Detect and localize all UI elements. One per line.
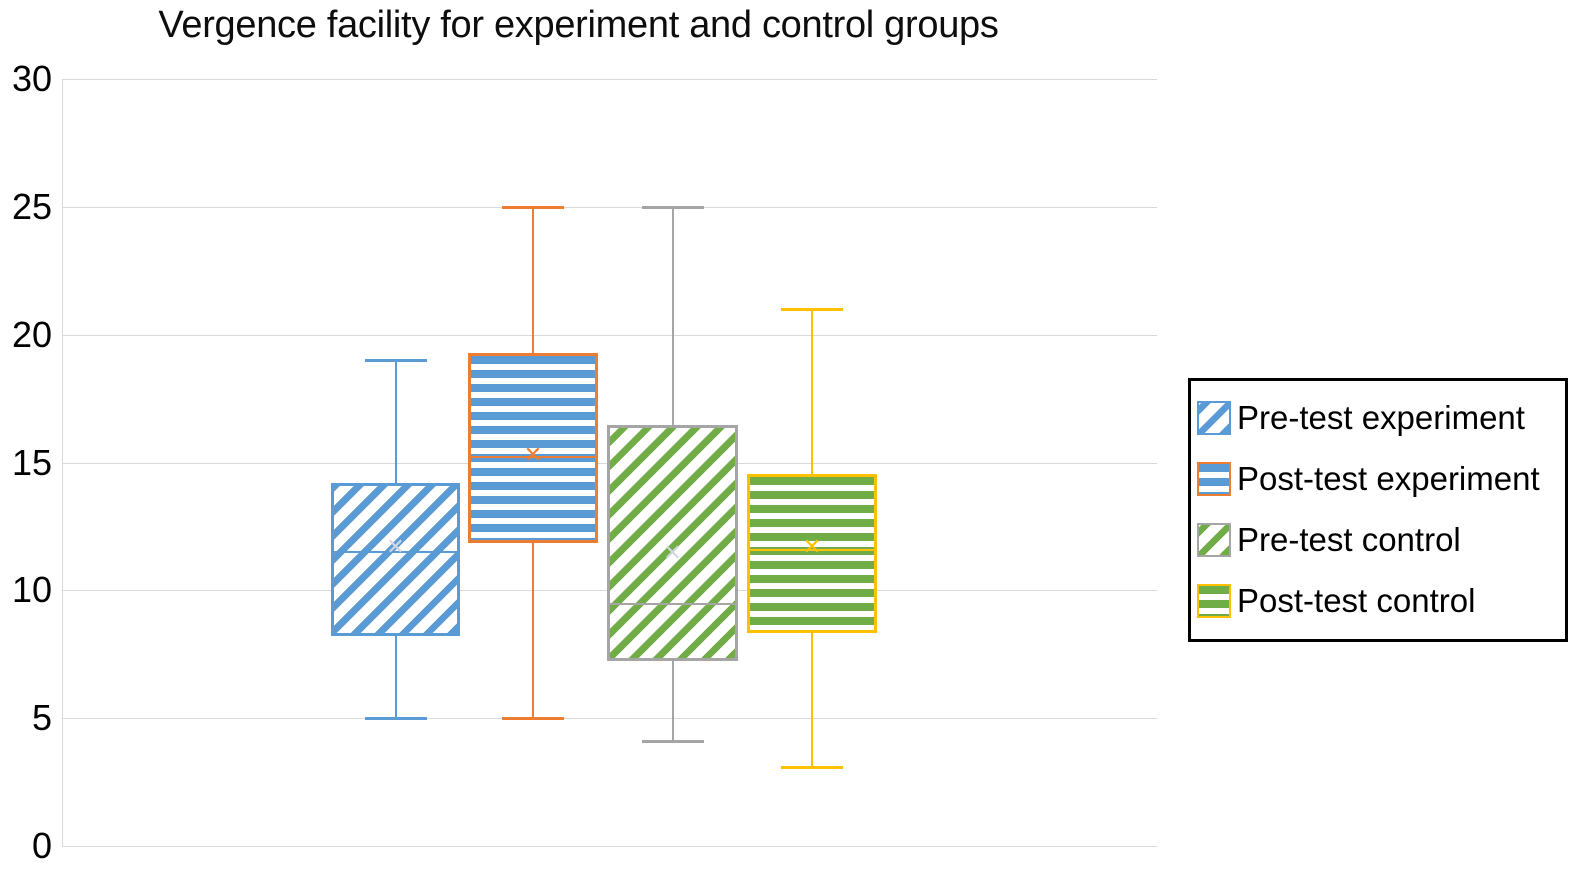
- legend-label: Pre-test experiment: [1237, 399, 1525, 436]
- lower-whisker-line: [811, 632, 813, 767]
- lower-whisker-cap: [502, 717, 564, 721]
- gridline-20: [62, 334, 1157, 336]
- plot-area: ✕ ✕ ✕ ✕: [62, 79, 1157, 847]
- legend-item-1[interactable]: Pre-test experiment: [1197, 387, 1561, 448]
- legend-item-2[interactable]: Post-test experiment: [1197, 448, 1561, 509]
- box-iqr[interactable]: [331, 482, 460, 637]
- upper-whisker-cap: [781, 308, 843, 312]
- median-line: [468, 456, 598, 459]
- mean-marker: ✕: [386, 533, 405, 559]
- y-tick-label-10: 10: [11, 569, 52, 611]
- lower-whisker-line: [532, 543, 534, 719]
- upper-whisker-line: [671, 206, 674, 426]
- legend-item-3[interactable]: Pre-test control: [1197, 509, 1561, 570]
- legend-label: Post-test experiment: [1237, 460, 1540, 497]
- box-iqr[interactable]: [468, 352, 598, 544]
- upper-whisker-cap: [502, 205, 564, 209]
- y-tick-label-20: 20: [11, 313, 52, 355]
- box-plot-2[interactable]: ✕: [468, 79, 598, 846]
- lower-whisker-cap: [641, 740, 704, 744]
- upper-whisker-line: [811, 309, 813, 474]
- lower-whisker-line: [394, 636, 397, 719]
- legend-label: Pre-test control: [1237, 521, 1461, 558]
- upper-whisker-line: [394, 360, 397, 483]
- y-tick-label-0: 0: [31, 825, 52, 866]
- legend-swatch-icon: [1197, 583, 1231, 618]
- y-tick-label-5: 5: [31, 697, 52, 739]
- lower-whisker-cap: [364, 717, 427, 721]
- legend-swatch-icon: [1197, 522, 1231, 557]
- median-line: [331, 550, 460, 553]
- upper-whisker-line: [532, 206, 534, 353]
- mean-marker: ✕: [802, 533, 822, 559]
- legend-swatch-icon: [1197, 461, 1231, 496]
- mean-marker: ✕: [523, 441, 543, 467]
- y-tick-label-30: 30: [11, 58, 52, 99]
- gridline-5: [62, 718, 1157, 720]
- legend-item-4[interactable]: Post-test control: [1197, 570, 1561, 631]
- y-tick-label-25: 25: [11, 185, 52, 227]
- y-tick-label-15: 15: [11, 441, 52, 483]
- legend-swatch-icon: [1197, 400, 1231, 435]
- box-iqr[interactable]: [607, 425, 738, 661]
- box-plot-1[interactable]: ✕: [331, 79, 460, 846]
- gridline-0: [62, 846, 1157, 847]
- gridline-25: [62, 206, 1157, 208]
- box-plot-4[interactable]: ✕: [747, 79, 877, 846]
- legend-label: Post-test control: [1237, 582, 1476, 619]
- median-line: [747, 549, 877, 552]
- upper-whisker-cap: [364, 359, 427, 363]
- box-plot-3[interactable]: ✕: [607, 79, 738, 846]
- lower-whisker-line: [671, 660, 674, 742]
- gridline-30: [62, 79, 1157, 80]
- lower-whisker-cap: [781, 765, 843, 769]
- median-line: [607, 603, 738, 606]
- mean-marker: ✕: [663, 540, 682, 566]
- box-iqr[interactable]: [747, 474, 877, 633]
- chart-title: Vergence facility for experiment and con…: [158, 4, 999, 46]
- upper-whisker-cap: [641, 205, 704, 209]
